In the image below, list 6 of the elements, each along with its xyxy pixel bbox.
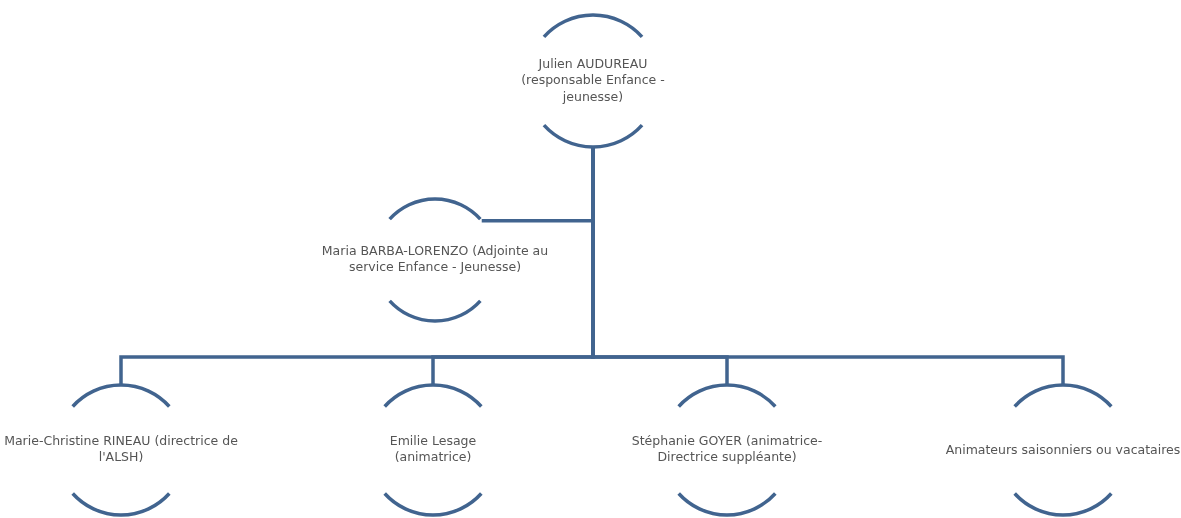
person-label: Marie-Christine RINEAU (directrice de l'ALSH) [3, 433, 239, 466]
person-label: Stéphanie GOYER (animatrice-Directrice suppléante) [630, 433, 824, 466]
person-label: Julien AUDUREAU (responsable Enfance - jeunesse) [520, 56, 666, 106]
person-label: Animateurs saisonniers ou vacataires [945, 441, 1181, 458]
person-label: Emilie Lesage (animatrice) [388, 433, 478, 466]
person-label: Maria BARBA-LORENZO (Adjointe au service Enfance - Jeunesse) [320, 243, 550, 276]
